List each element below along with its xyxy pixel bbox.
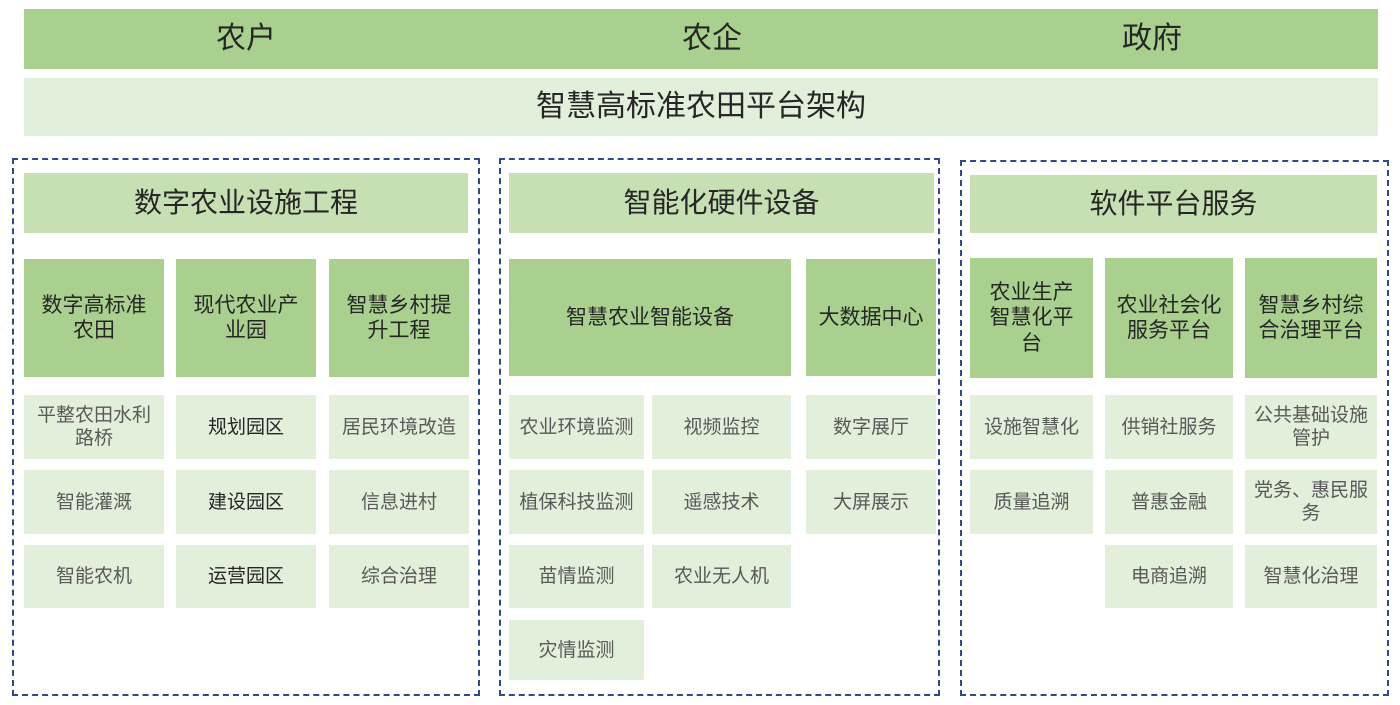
stakeholder-farmer: 农户	[216, 21, 276, 56]
item-public-infrastructure: 公共基础设施管护	[1245, 395, 1377, 459]
item-build-park: 建设园区	[176, 470, 316, 534]
item-smart-irrigation: 智能灌溉	[24, 470, 164, 534]
group-production-platform: 农业生产智慧化平台	[970, 258, 1093, 378]
stakeholder-government: 政府	[1122, 21, 1182, 56]
item-smart-machinery: 智能农机	[24, 545, 164, 608]
platform-title: 智慧高标准农田平台架构	[24, 78, 1378, 136]
item-farmland-leveling: 平整农田水利路桥	[24, 395, 164, 459]
item-plant-protection-monitoring: 植保科技监测	[509, 470, 644, 534]
item-agri-drone: 农业无人机	[652, 545, 791, 608]
item-inclusive-finance: 普惠金融	[1105, 470, 1233, 534]
item-smart-governance: 智慧化治理	[1245, 545, 1377, 608]
section-smart-hardware-frame	[499, 158, 940, 696]
item-video-surveillance: 视频监控	[652, 395, 791, 459]
group-digital-farmland: 数字高标准农田	[24, 259, 164, 377]
item-facility-smart: 设施智慧化	[970, 395, 1093, 459]
item-comprehensive-governance: 综合治理	[329, 545, 469, 608]
section-software-services-frame	[960, 160, 1389, 696]
group-big-data-center: 大数据中心	[806, 259, 936, 376]
item-quality-trace: 质量追溯	[970, 470, 1093, 534]
item-operate-park: 运营园区	[176, 545, 316, 608]
section-software-services-title: 软件平台服务	[970, 175, 1377, 233]
item-party-civic-services: 党务、惠民服务	[1245, 470, 1377, 534]
item-ecommerce-trace: 电商追溯	[1105, 545, 1233, 608]
item-remote-sensing: 遥感技术	[652, 470, 791, 534]
section-digital-facilities-frame	[12, 158, 480, 696]
item-digital-exhibition: 数字展厅	[806, 395, 936, 459]
section-smart-hardware-title: 智能化硬件设备	[509, 173, 934, 233]
item-residential-improvement: 居民环境改造	[329, 395, 469, 459]
group-social-service-platform: 农业社会化服务平台	[1105, 258, 1233, 378]
section-digital-facilities-title: 数字农业设施工程	[24, 173, 468, 233]
item-big-screen: 大屏展示	[806, 470, 936, 534]
item-env-monitoring: 农业环境监测	[509, 395, 644, 459]
item-seedling-monitoring: 苗情监测	[509, 545, 644, 608]
item-disaster-monitoring: 灾情监测	[509, 620, 644, 680]
stakeholder-bar	[24, 9, 1378, 69]
group-smart-village: 智慧乡村提升工程	[329, 259, 469, 377]
group-smart-agri-devices: 智慧农业智能设备	[509, 259, 791, 376]
group-agri-industrial-park: 现代农业产业园	[176, 259, 316, 377]
group-village-governance-platform: 智慧乡村综合治理平台	[1245, 258, 1377, 378]
item-plan-park: 规划园区	[176, 395, 316, 459]
stakeholder-enterprise: 农企	[682, 21, 742, 56]
item-supply-marketing: 供销社服务	[1105, 395, 1233, 459]
item-info-to-village: 信息进村	[329, 470, 469, 534]
